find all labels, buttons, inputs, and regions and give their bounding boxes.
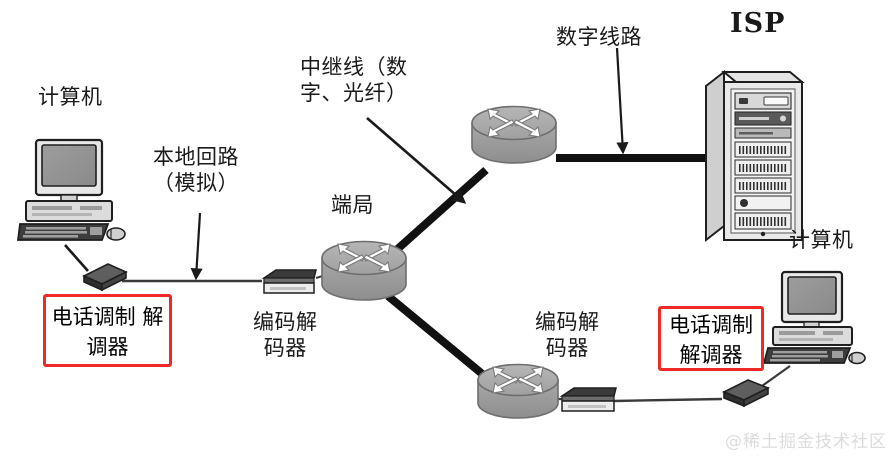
router-end-office-icon [321, 240, 407, 301]
label-local-loop: 本地回路 （模拟） [153, 145, 239, 195]
label-isp: ISP [730, 8, 786, 39]
modem-right-icon [722, 379, 770, 408]
label-codec-left: 编码解 码器 [253, 310, 318, 360]
codec-left-icon [261, 269, 317, 294]
computer-left-icon [16, 138, 126, 241]
link-modem-right-to-computer-right [761, 365, 791, 387]
modem-left-icon [82, 263, 128, 292]
router-trunk-icon [471, 105, 557, 164]
server-tower-icon [705, 69, 805, 243]
label-modem-right: 电话调制 解调器 [669, 312, 753, 367]
link-computer-left-to-modem-left [64, 244, 89, 272]
label-modem-left: 电话调制 解调器 [51, 304, 164, 359]
label-computer-right: 计算机 [789, 228, 854, 252]
highlight-box-modem-left: 电话调制 解调器 [43, 294, 172, 367]
label-computer-left: 计算机 [38, 85, 103, 109]
label-end-office: 端局 [331, 193, 374, 217]
highlight-box-modem-right: 电话调制 解调器 [658, 306, 764, 371]
router-bottom-icon [477, 363, 559, 419]
link-router-end-office-to-router-trunk [380, 167, 489, 265]
watermark: @稀土掘金技术社区 [725, 432, 887, 452]
label-codec-right: 编码解 码器 [535, 310, 600, 360]
link-codec-right-to-modem-right [613, 397, 723, 403]
codec-right-icon [559, 387, 617, 412]
callout-arrow-trunk-line [366, 117, 467, 204]
label-trunk-line: 中继线（数 字、光纤） [300, 55, 408, 105]
callout-arrow-digital-line [615, 47, 629, 155]
label-digital-line: 数字线路 [556, 25, 642, 49]
link-router-end-office-to-router-bottom [385, 292, 495, 386]
computer-right-icon [762, 270, 866, 365]
callout-arrow-local-loop [190, 212, 203, 281]
